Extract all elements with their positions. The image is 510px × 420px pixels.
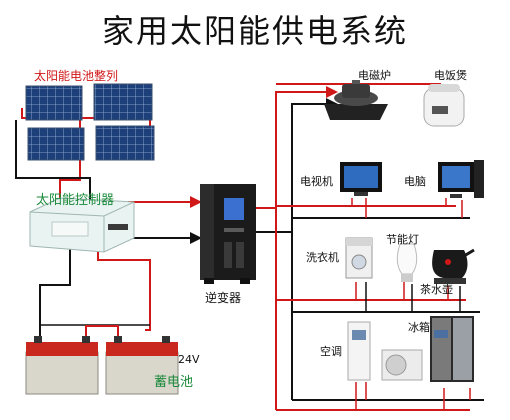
- inverter: [200, 184, 256, 284]
- rice-cooker-label: 电饭煲: [434, 69, 467, 82]
- wire-inv-out-black: [256, 98, 338, 233]
- solar-panel: [27, 127, 85, 161]
- television: [340, 162, 382, 196]
- tv-label: 电视机: [300, 175, 333, 188]
- induction-cooker-label: 电磁炉: [358, 69, 391, 82]
- air-conditioner: [347, 321, 423, 381]
- battery: [25, 336, 99, 395]
- inverter-label: 逆变器: [205, 291, 242, 305]
- solar-array-label: 太阳能电池整列: [34, 69, 119, 83]
- solar-panel: [25, 85, 83, 121]
- rice-cooker: [423, 84, 465, 127]
- controller-label: 太阳能控制器: [36, 193, 115, 208]
- lamp-label: 节能灯: [386, 233, 419, 246]
- computer: [438, 160, 484, 198]
- fridge-label: 冰箱: [408, 321, 430, 334]
- page-title: 家用太阳能供电系统: [101, 12, 408, 50]
- wire-inv-out-red: [256, 86, 338, 209]
- inverter-display: [224, 198, 244, 220]
- voltage-label: 24V: [178, 353, 200, 366]
- computer-label: 电脑: [404, 175, 426, 188]
- induction-cooker: [324, 80, 388, 120]
- ac-label: 空调: [320, 345, 342, 358]
- solar-panel: [95, 125, 155, 161]
- kettle: [432, 248, 475, 284]
- wire-ctrl-batt-red: [97, 245, 151, 331]
- solar-panel: [93, 83, 153, 121]
- solar-controller: [29, 197, 135, 253]
- kettle-label: 茶水壶: [420, 283, 453, 296]
- washing-machine: [345, 237, 373, 279]
- refrigerator: [430, 316, 474, 382]
- energy-saving-lamp: [396, 243, 418, 282]
- solar-panel-array: [25, 83, 155, 161]
- wire-panel-black: [15, 120, 91, 205]
- wire-ctrl-batt-black: [39, 245, 71, 345]
- battery-bank: [25, 325, 179, 395]
- battery: [105, 336, 179, 395]
- battery-label: 蓄电池: [154, 375, 194, 390]
- washer-label: 洗衣机: [306, 251, 339, 264]
